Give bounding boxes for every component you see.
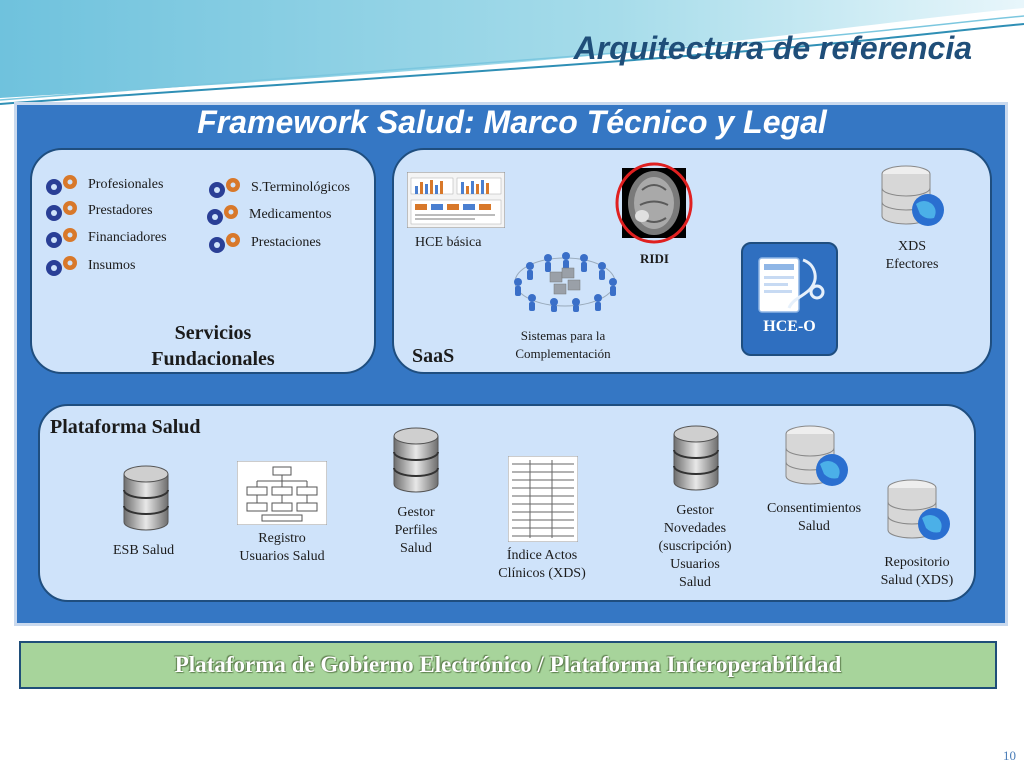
brain-scan-icon xyxy=(615,162,693,244)
servicios-fundacionales-panel xyxy=(30,148,376,374)
label-line: Usuarios Salud xyxy=(239,549,325,564)
fundacional-label: Prestadores xyxy=(88,203,153,218)
ridi-label: RIDI xyxy=(640,251,669,266)
gears-icon xyxy=(209,233,240,253)
gears-icon xyxy=(46,228,77,248)
label-line: Índice Actos xyxy=(506,548,578,563)
flowchart-thumbnail-icon xyxy=(237,461,327,525)
label-line: Sistemas para la xyxy=(520,328,606,343)
label-line: Salud xyxy=(679,575,711,590)
fundacional-label: Financiadores xyxy=(88,230,167,245)
consentimientos-label: Consentimientos Salud xyxy=(752,500,876,536)
sistemas-complementacion-label: Sistemas para la Complementación xyxy=(490,327,636,363)
page-number: 10 xyxy=(1003,748,1016,763)
gestor-perfiles-label: Gestor Perfiles Salud xyxy=(376,504,456,558)
repositorio-label: Repositorio Salud (XDS) xyxy=(866,554,968,590)
hce-basica-label: HCE básica xyxy=(415,235,482,250)
database-icon xyxy=(673,425,719,491)
hce-o-box: HCE-O xyxy=(741,242,838,356)
gears-icon xyxy=(46,175,77,195)
fundacional-item: S.Terminológicos xyxy=(205,177,350,199)
fundacional-item: Medicamentos xyxy=(203,204,331,226)
stethoscope-tablet-icon xyxy=(758,257,825,313)
plataforma-salud-label: Plataforma Salud xyxy=(50,416,201,438)
fundacional-item: Insumos xyxy=(42,255,135,277)
esb-salud-label: ESB Salud xyxy=(113,543,175,558)
label-line: XDS xyxy=(897,239,926,254)
slide-title: Arquitectura de referencia xyxy=(573,30,972,66)
registro-usuarios-label: Registro Usuarios Salud xyxy=(226,530,338,566)
header-swoosh xyxy=(0,0,1024,105)
label-line: Clínicos (XDS) xyxy=(498,566,586,581)
fundacional-label: Insumos xyxy=(88,258,136,273)
gears-icon xyxy=(207,205,238,225)
label-line: Servicios xyxy=(174,322,252,344)
fundacional-item: Prestadores xyxy=(42,200,153,222)
label-line: Gestor xyxy=(676,503,714,518)
gears-icon xyxy=(209,178,240,198)
fundacional-item: Profesionales xyxy=(42,174,163,196)
label-line: (suscripción) xyxy=(658,539,732,554)
label-line: Complementación xyxy=(515,346,611,361)
label-line: Efectores xyxy=(885,257,939,272)
gobierno-electronico-label: Plataforma de Gobierno Electrónico / Pla… xyxy=(174,652,842,677)
table-document-icon xyxy=(508,456,578,542)
framework-title: Framework Salud: Marco Técnico y Legal xyxy=(197,104,827,140)
people-network-icon xyxy=(514,252,617,312)
label-line: Registro xyxy=(258,531,306,546)
label-line: Salud xyxy=(798,519,830,534)
label-line: Repositorio xyxy=(884,555,950,570)
servicios-fundacionales-label: Servicios Fundacionales xyxy=(108,320,318,372)
database-globe-icon xyxy=(881,165,944,226)
database-globe-icon xyxy=(785,425,848,486)
fundacional-label: Medicamentos xyxy=(249,207,332,222)
fundacional-label: Prestaciones xyxy=(251,235,321,250)
label-line: Fundacionales xyxy=(151,348,275,370)
gobierno-electronico-bar: Plataforma de Gobierno Electrónico / Pla… xyxy=(19,641,997,689)
database-globe-icon xyxy=(887,479,950,540)
label-line: Usuarios xyxy=(670,557,720,572)
label-line: Gestor xyxy=(397,505,435,520)
label-line: Consentimientos xyxy=(766,501,862,516)
hce-o-label: HCE-O xyxy=(763,318,816,335)
fundacional-label: Profesionales xyxy=(88,177,164,192)
xds-efectores-label: XDS Efectores xyxy=(866,238,958,274)
database-icon xyxy=(393,427,439,493)
gestor-novedades-label: Gestor Novedades (suscripción) Usuarios … xyxy=(640,502,750,592)
gears-icon xyxy=(46,256,77,276)
database-icon xyxy=(123,465,169,531)
gears-icon xyxy=(46,201,77,221)
label-line: Salud xyxy=(400,541,432,556)
saas-label: SaaS xyxy=(412,345,455,367)
fundacional-item: Prestaciones xyxy=(205,232,321,254)
label-line: Novedades xyxy=(663,521,727,536)
indice-actos-label: Índice Actos Clínicos (XDS) xyxy=(484,547,600,583)
label-line: Salud (XDS) xyxy=(880,573,954,588)
label-line: Perfiles xyxy=(394,523,438,538)
fundacional-label: S.Terminológicos xyxy=(251,180,350,195)
dashboard-thumbnail-icon xyxy=(407,172,505,228)
fundacional-item: Financiadores xyxy=(42,227,167,249)
